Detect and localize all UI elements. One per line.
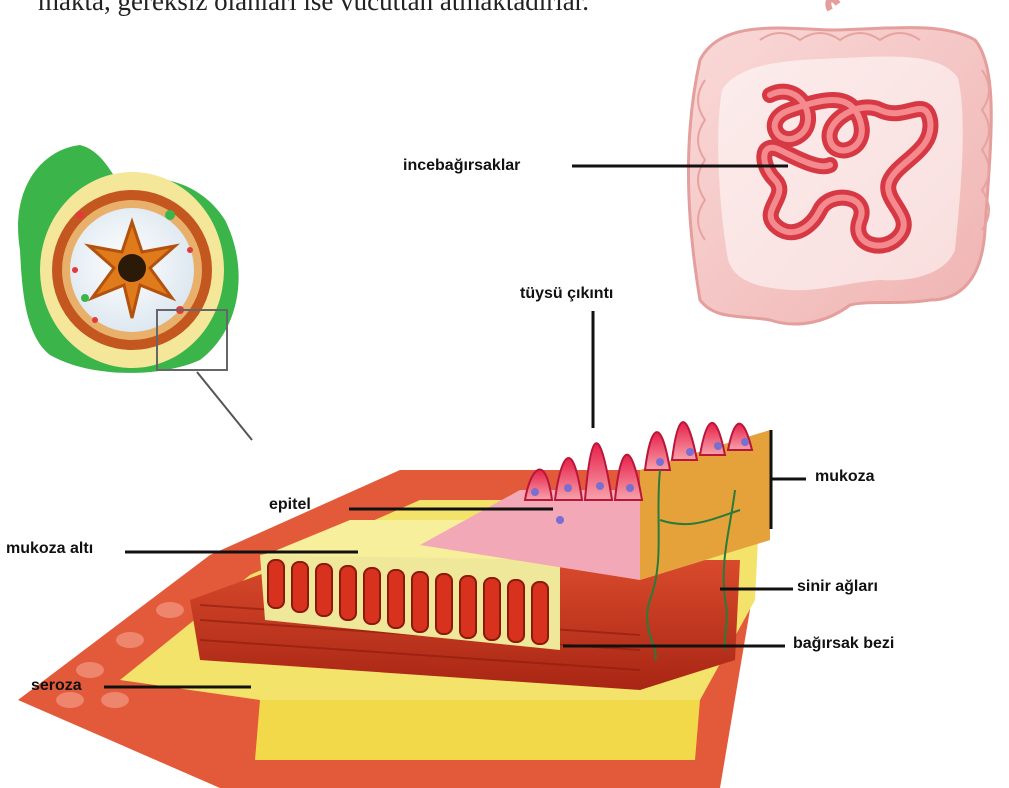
intestine-cross-section	[18, 145, 252, 440]
intestinal-wall-section	[18, 422, 770, 788]
label-nerve-plexus: sinir ağları	[797, 578, 878, 596]
label-intestinal-gland: bağırsak bezi	[793, 635, 894, 653]
label-epithelium: epitel	[269, 496, 311, 514]
label-submucosa: mukoza altı	[6, 540, 93, 558]
intestines-illustration	[688, 0, 991, 324]
label-serosa: seroza	[31, 677, 82, 695]
label-mucosa: mukoza	[815, 468, 875, 486]
label-villus: tüysü çıkıntı	[520, 285, 613, 303]
label-small-intestines: incebağırsaklar	[403, 157, 520, 175]
